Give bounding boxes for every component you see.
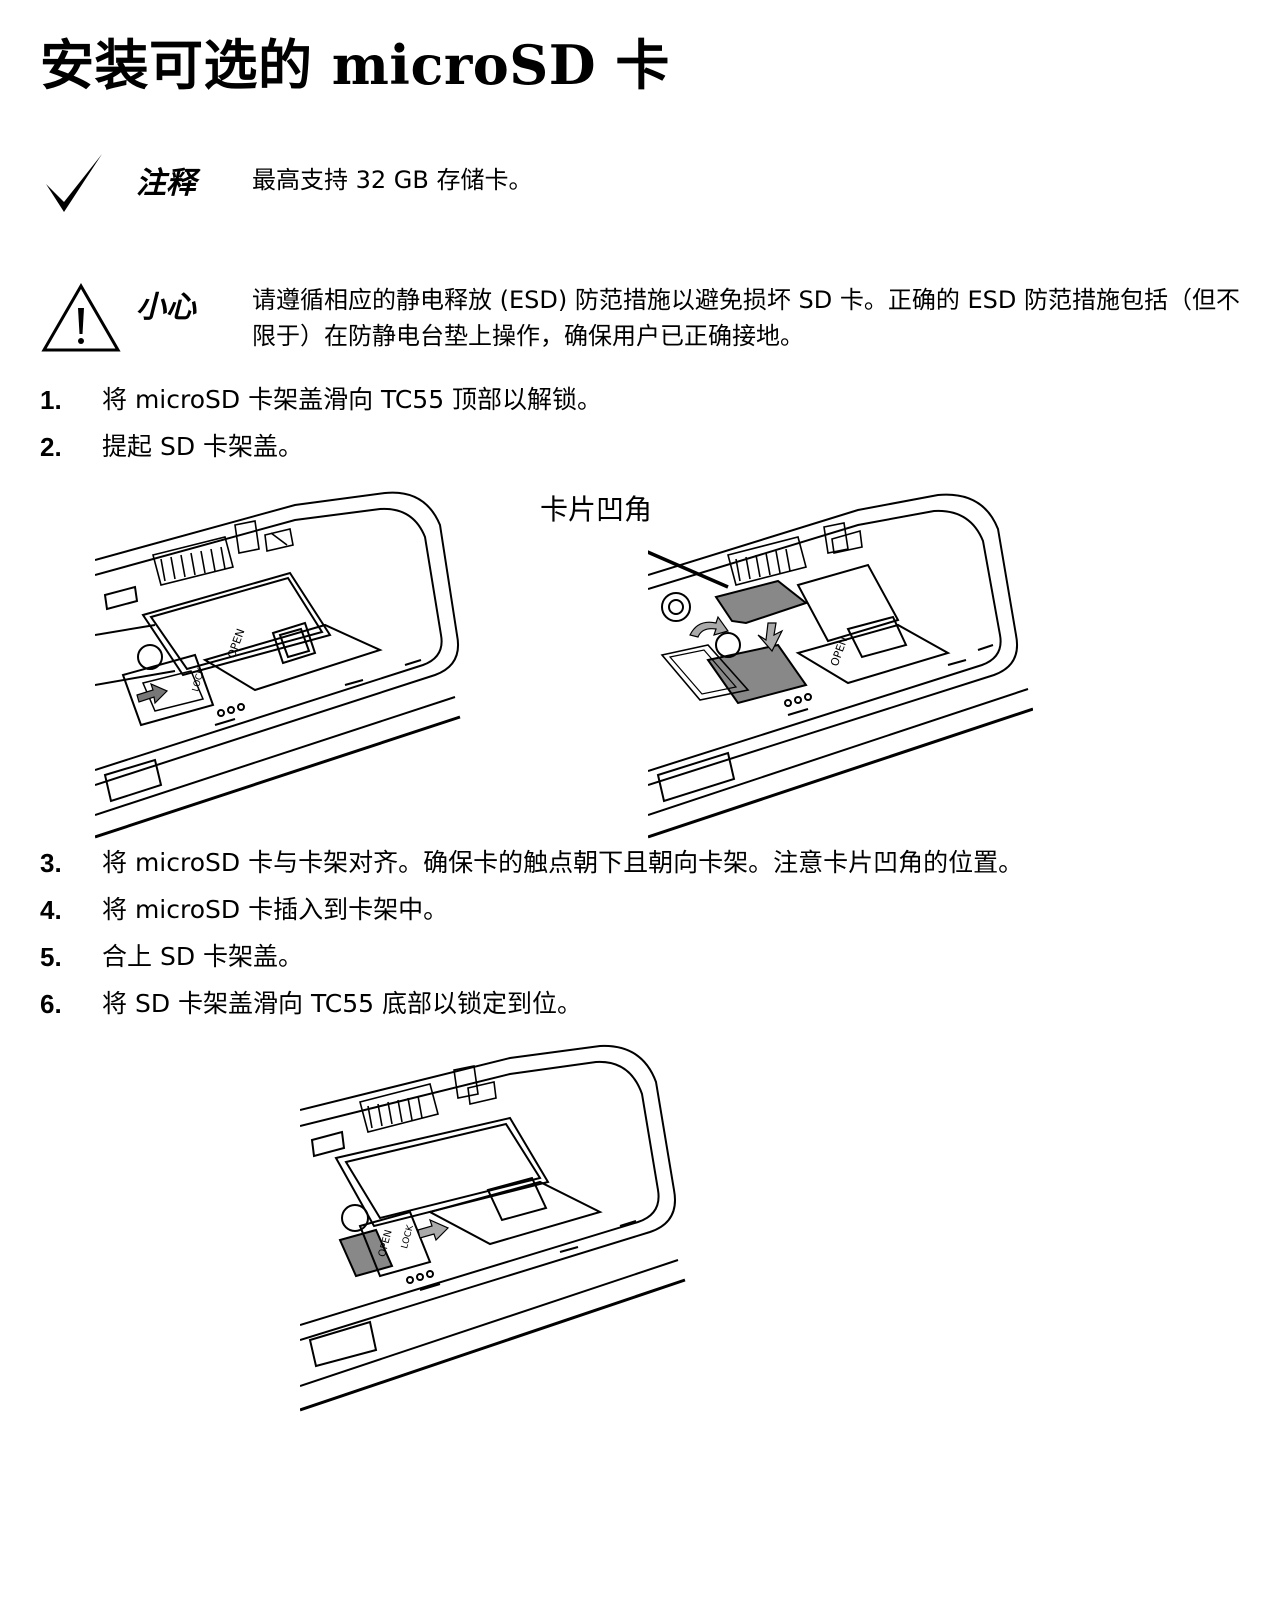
step-list-first: 1. 将 microSD 卡架盖滑向 TC55 顶部以解锁。 2. 提起 SD … <box>40 380 1240 474</box>
warning-triangle-icon <box>40 282 122 354</box>
step-item: 2. 提起 SD 卡架盖。 <box>40 427 1240 474</box>
page-title: 安装可选的 microSD 卡 <box>40 33 670 97</box>
step-text: 将 microSD 卡插入到卡架中。 <box>102 895 449 924</box>
step-number: 1. <box>40 385 62 415</box>
step-number: 5. <box>40 942 62 972</box>
figure-unlock-cover: OPEN LOCK <box>95 485 465 840</box>
figure-insert-card: OPEN <box>648 485 1033 840</box>
step-number: 2. <box>40 432 62 462</box>
step-text: 提起 SD 卡架盖。 <box>102 432 304 461</box>
caution-text: 请遵循相应的静电释放 (ESD) 防范措施以避免损坏 SD 卡。正确的 ESD … <box>252 286 1240 350</box>
step-number: 4. <box>40 895 62 925</box>
figure-lock-cover: OPEN LOCK <box>300 1040 690 1415</box>
step-list-second: 3. 将 microSD 卡与卡架对齐。确保卡的触点朝下且朝向卡架。注意卡片凹角… <box>40 843 1240 1031</box>
caution-callout: 小心 请遵循相应的静电释放 (ESD) 防范措施以避免损坏 SD 卡。正确的 E… <box>40 282 1240 362</box>
step-item: 5. 合上 SD 卡架盖。 <box>40 937 1240 984</box>
checkmark-icon <box>40 150 110 216</box>
step-text: 将 microSD 卡架盖滑向 TC55 顶部以解锁。 <box>102 385 603 414</box>
step-text: 合上 SD 卡架盖。 <box>102 942 304 971</box>
step-text: 将 SD 卡架盖滑向 TC55 底部以锁定到位。 <box>102 989 582 1018</box>
note-text: 最高支持 32 GB 存储卡。 <box>252 166 533 194</box>
caution-label: 小心 <box>136 290 196 325</box>
step-number: 6. <box>40 989 62 1019</box>
step-number: 3. <box>40 848 62 878</box>
step-item: 4. 将 microSD 卡插入到卡架中。 <box>40 890 1240 937</box>
note-callout: 注释 最高支持 32 GB 存储卡。 <box>40 150 1240 220</box>
step-text: 将 microSD 卡与卡架对齐。确保卡的触点朝下且朝向卡架。注意卡片凹角的位置… <box>102 848 1024 877</box>
note-label: 注释 <box>136 166 196 201</box>
card-notch-callout: 卡片凹角 <box>540 493 653 526</box>
step-item: 6. 将 SD 卡架盖滑向 TC55 底部以锁定到位。 <box>40 984 1240 1031</box>
step-item: 3. 将 microSD 卡与卡架对齐。确保卡的触点朝下且朝向卡架。注意卡片凹角… <box>40 843 1240 890</box>
step-item: 1. 将 microSD 卡架盖滑向 TC55 顶部以解锁。 <box>40 380 1240 427</box>
